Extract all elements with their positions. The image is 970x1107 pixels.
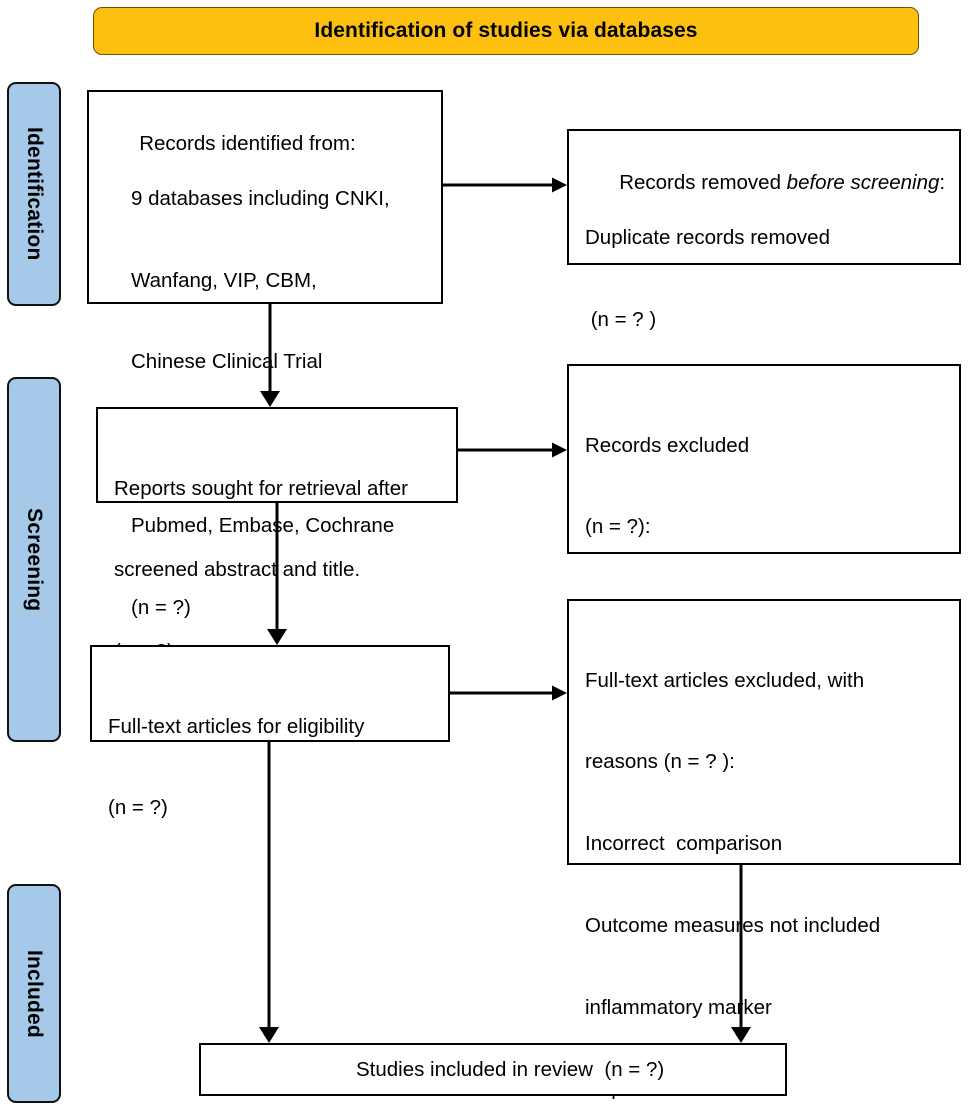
- box-studies-included-text: Studies included in review (n = ?): [322, 1029, 664, 1107]
- box-reports-sought-text: Reports sought for retrieval after scree…: [98, 409, 456, 720]
- records-removed-italic: before screening: [786, 171, 940, 195]
- fulltext-excluded-line-1: Full-text articles excluded, with: [585, 668, 865, 692]
- stage-bar-included: Included: [7, 884, 61, 1103]
- box-reports-sought: Reports sought for retrieval after scree…: [96, 407, 458, 663]
- fulltext-excluded-line-4: Outcome measures not included: [585, 913, 881, 937]
- reports-sought-line-2: screened abstract and title.: [114, 558, 361, 582]
- records-identified-line-6: (n = ?): [131, 595, 191, 619]
- box-records-excluded: Records excluded (n = ?): Not RCT(n= ?) …: [567, 364, 961, 865]
- fulltext-eligibility-line-2: (n = ?): [108, 796, 168, 820]
- box-records-identified: Records identified from: 9 databases inc…: [87, 90, 443, 619]
- records-identified-line-3: Chinese Clinical Trial: [131, 350, 323, 374]
- fulltext-eligibility-line-1: Full-text articles for eligibility: [108, 714, 365, 738]
- arrow-reports-to-excluded: [458, 442, 567, 458]
- studies-included-line-1: Studies included in review (n = ?): [355, 1057, 665, 1081]
- fulltext-excluded-line-2: reasons (n = ? ):: [585, 750, 735, 774]
- box-fulltext-eligibility-text: Full-text articles for eligibility (n = …: [92, 647, 448, 876]
- arrow-identified-to-removed: [443, 177, 567, 193]
- records-identified-line-5: Pubmed, Embase, Cochrane: [131, 513, 395, 537]
- records-removed-prefix: Records removed: [619, 171, 787, 195]
- box-records-removed-text: Records removed before screening: Duplic…: [569, 131, 959, 387]
- arrow-fulltext-to-excluded: [450, 685, 567, 701]
- records-identified-line-2: Wanfang, VIP, CBM,: [131, 268, 317, 292]
- records-identified-title: Records identified from:: [139, 132, 356, 156]
- stage-label-identification: Identification: [23, 127, 46, 261]
- stage-bar-screening: Screening: [7, 377, 61, 742]
- box-fulltext-eligibility: Full-text articles for eligibility (n = …: [90, 645, 450, 819]
- records-excluded-line-2: (n = ?):: [585, 515, 651, 539]
- reports-sought-line-1: Reports sought for retrieval after: [114, 476, 408, 500]
- box-fulltext-excluded: Full-text articles excluded, with reason…: [567, 599, 961, 1100]
- records-excluded-line-1: Records excluded: [585, 433, 750, 457]
- box-records-removed: Records removed before screening: Duplic…: [567, 129, 961, 331]
- fulltext-excluded-line-5: inflammatory marker: [585, 995, 772, 1019]
- records-identified-line-1: 9 databases including CNKI,: [131, 186, 390, 210]
- records-removed-line-1: Duplicate records removed: [585, 225, 830, 249]
- stage-label-screening: Screening: [23, 507, 46, 612]
- box-studies-included: Studies included in review (n = ?): [199, 1043, 787, 1096]
- fulltext-excluded-line-3: Incorrect comparison: [585, 832, 783, 855]
- stage-bar-identification: Identification: [7, 82, 61, 306]
- records-removed-line-2: (n = ? ): [585, 307, 657, 331]
- records-removed-suffix: :: [939, 171, 946, 195]
- header-banner: Identification of studies via databases: [93, 7, 919, 55]
- banner-title: Identification of studies via databases: [314, 19, 698, 42]
- stage-label-included: Included: [23, 949, 46, 1038]
